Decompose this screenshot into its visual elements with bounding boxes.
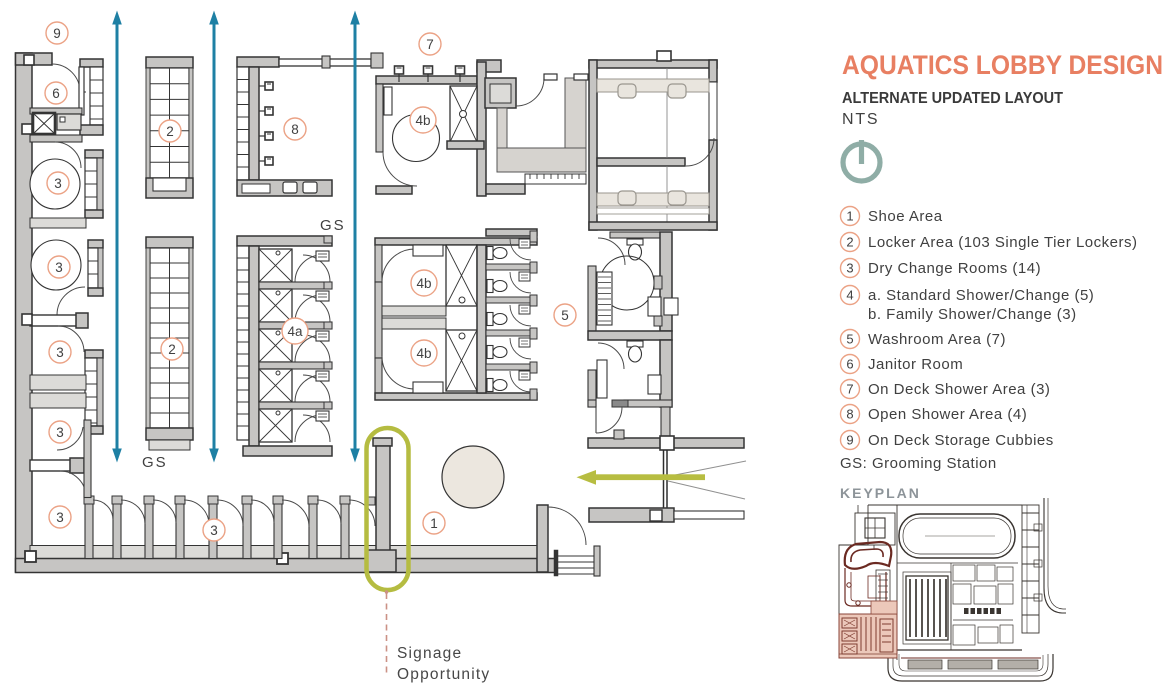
svg-text:3: 3	[846, 261, 853, 276]
svg-text:9: 9	[846, 433, 853, 448]
svg-text:NTS: NTS	[842, 111, 879, 128]
svg-text:On Deck Shower Area (3): On Deck Shower Area (3)	[868, 381, 1050, 398]
svg-text:7: 7	[426, 37, 434, 52]
svg-text:GS: GS	[142, 454, 168, 471]
svg-text:3: 3	[56, 345, 64, 360]
svg-text:9: 9	[53, 26, 61, 41]
svg-text:b. Family Shower/Change (3): b. Family Shower/Change (3)	[868, 306, 1077, 323]
svg-text:a. Standard Shower/Change (5): a. Standard Shower/Change (5)	[868, 287, 1094, 304]
svg-text:4b: 4b	[415, 113, 430, 128]
svg-text:4b: 4b	[416, 276, 431, 291]
svg-text:7: 7	[846, 382, 853, 397]
svg-text:ALTERNATE UPDATED LAYOUT: ALTERNATE UPDATED LAYOUT	[842, 90, 1063, 107]
svg-text:Washroom Area (7): Washroom Area (7)	[868, 331, 1006, 348]
svg-text:GS: GS	[320, 217, 346, 234]
svg-text:2: 2	[166, 124, 174, 139]
svg-text:2: 2	[168, 342, 176, 357]
svg-text:3: 3	[55, 260, 63, 275]
svg-text:3: 3	[56, 425, 64, 440]
svg-text:Opportunity: Opportunity	[397, 666, 490, 683]
svg-text:4a: 4a	[287, 324, 303, 339]
svg-text:AQUATICS LOBBY DESIGN: AQUATICS LOBBY DESIGN	[842, 50, 1163, 80]
svg-text:1: 1	[846, 209, 853, 224]
svg-text:3: 3	[210, 523, 218, 538]
svg-text:4: 4	[846, 288, 853, 303]
svg-text:6: 6	[52, 86, 60, 101]
svg-text:8: 8	[846, 407, 853, 422]
svg-text:Locker Area (103 Single Tier L: Locker Area (103 Single Tier Lockers)	[868, 234, 1137, 251]
svg-text:On Deck Storage Cubbies: On Deck Storage Cubbies	[868, 432, 1054, 449]
svg-text:2: 2	[846, 235, 853, 250]
svg-text:6: 6	[846, 357, 853, 372]
svg-text:3: 3	[54, 176, 62, 191]
svg-text:3: 3	[56, 510, 64, 525]
svg-text:Shoe Area: Shoe Area	[868, 208, 943, 225]
svg-text:4b: 4b	[416, 346, 431, 361]
svg-text:Signage: Signage	[397, 645, 462, 662]
svg-text:1: 1	[430, 516, 438, 531]
svg-text:5: 5	[561, 308, 569, 323]
svg-text:Open Shower Area (4): Open Shower Area (4)	[868, 406, 1027, 423]
svg-text:8: 8	[291, 122, 299, 137]
svg-text:GS: Grooming Station: GS: Grooming Station	[840, 455, 997, 472]
svg-text:KEYPLAN: KEYPLAN	[840, 485, 921, 501]
svg-text:Janitor Room: Janitor Room	[868, 356, 963, 373]
svg-text:5: 5	[846, 332, 853, 347]
svg-text:Dry Change Rooms (14): Dry Change Rooms (14)	[868, 260, 1041, 277]
